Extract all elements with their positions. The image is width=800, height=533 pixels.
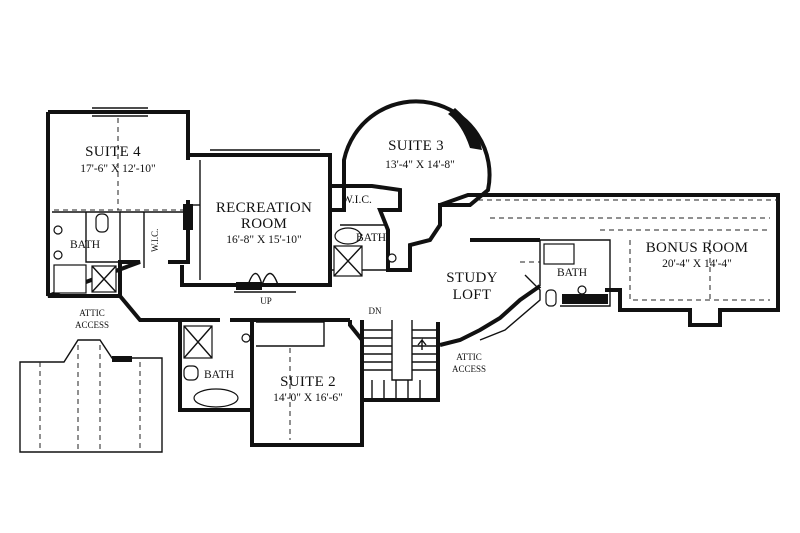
- bonus-room-walls: [439, 193, 780, 327]
- roof-outline: [19, 339, 163, 453]
- up-label: UP: [260, 296, 272, 306]
- attic-left-line2: ACCESS: [75, 320, 109, 330]
- suite-2-sink: [241, 333, 251, 343]
- fireplace: [183, 204, 193, 230]
- hall-walls: [118, 268, 350, 322]
- suite-2-bath-label: BATH: [204, 369, 234, 381]
- bonus-bath-vanity: [562, 294, 608, 304]
- recreation-room-name-1: RECREATION: [216, 200, 312, 216]
- suite-4-dims: 17'-6" X 12'-10": [80, 163, 156, 175]
- suite-2-dims: 14'-0" X 16'-6": [273, 392, 343, 404]
- study-loft-name-1: STUDY: [446, 270, 498, 286]
- dn-label: DN: [369, 306, 382, 316]
- attic-right-line1: ATTIC: [456, 352, 482, 362]
- suite-4-name: SUITE 4: [85, 144, 141, 160]
- recreation-room-dims: 16'-8" X 15'-10": [226, 234, 302, 246]
- suite-4-toilet: [95, 213, 109, 233]
- study-loft-walls: [439, 238, 542, 347]
- suite-3-name: SUITE 3: [388, 138, 444, 154]
- bonus-bath-sink: [577, 285, 587, 295]
- suite-4-bath-label: BATH: [70, 239, 100, 251]
- suite-3-sink: [387, 253, 397, 263]
- bonus-room-name: BONUS ROOM: [646, 240, 749, 256]
- bonus-bath-toilet: [545, 289, 557, 307]
- bonus-room-dims: 20'-4" X 14'-4": [662, 258, 732, 270]
- suite-4-sink-1: [53, 225, 63, 235]
- suite-2-name: SUITE 2: [280, 374, 336, 390]
- suite-4-sink-2: [53, 250, 63, 260]
- recreation-room-door: [247, 272, 279, 286]
- suite-2-tub: [193, 388, 239, 408]
- suite-3-bath-label: BATH: [356, 232, 386, 244]
- suite-3-wic-label: W.I.C.: [342, 194, 372, 206]
- suite-4-tub: [53, 264, 87, 294]
- recreation-room-name-2: ROOM: [241, 216, 287, 232]
- bonus-bath-label: BATH: [557, 267, 587, 279]
- suite-2-toilet: [183, 365, 199, 381]
- bonus-bath-tub: [543, 243, 575, 265]
- suite-3-tub: [334, 227, 362, 245]
- stair: [360, 320, 440, 402]
- study-loft-name-2: LOFT: [453, 287, 492, 303]
- suite-3-dims: 13'-4" X 14'-8": [385, 159, 455, 171]
- suite-2-walls: [178, 320, 364, 447]
- suite-3-walls: [330, 99, 492, 272]
- attic-right-line2: ACCESS: [452, 364, 486, 374]
- suite-4-wic-label: W.I.C.: [150, 229, 160, 252]
- attic-left-line1: ATTIC: [79, 308, 105, 318]
